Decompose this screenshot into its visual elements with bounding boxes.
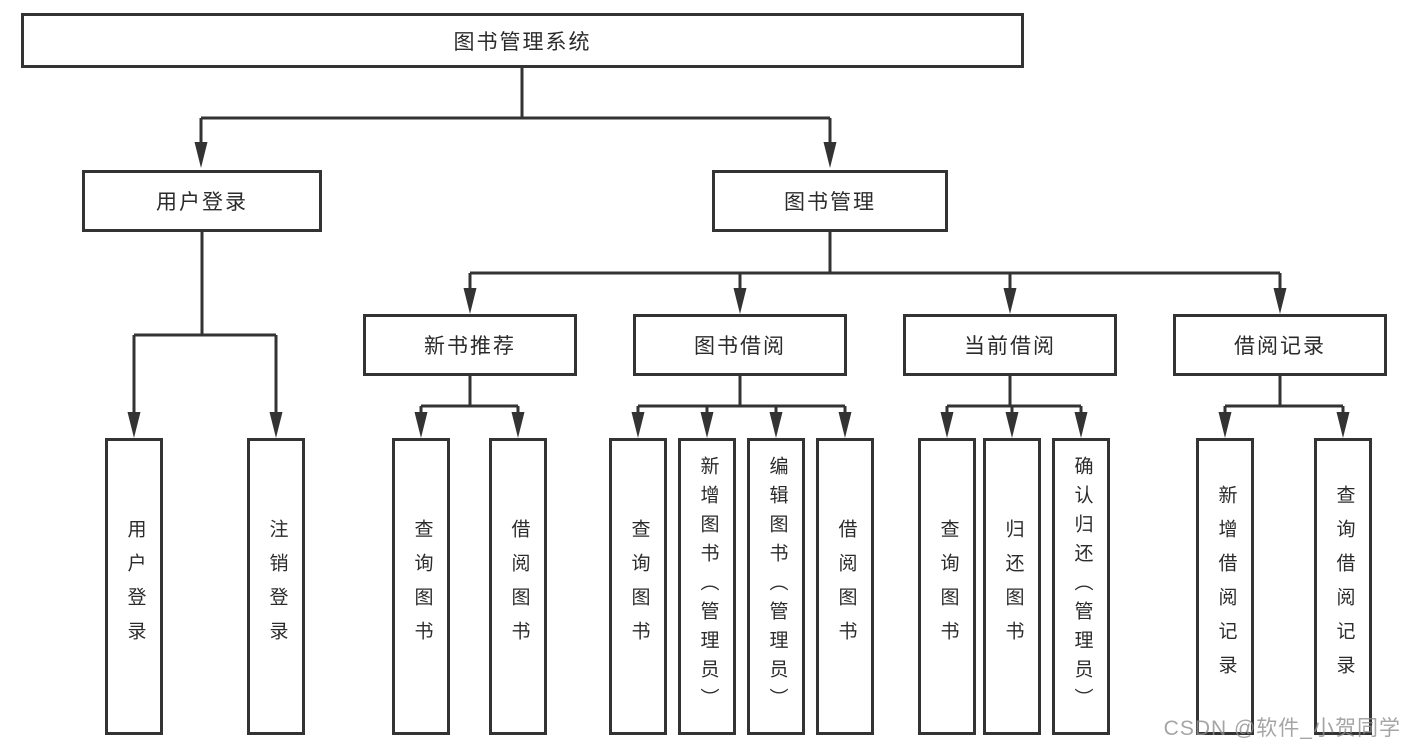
leaf-add-borrow-record: 新增借阅记录 (1196, 438, 1254, 735)
leaf-user-login: 用户登录 (105, 438, 163, 735)
leaf-borrow-books-recommend: 借阅图书 (489, 438, 547, 735)
leaf-edit-book-admin: 编辑图书（管理员） (747, 438, 805, 735)
leaf-logout: 注销登录 (247, 438, 305, 735)
node-current-borrow: 当前借阅 (903, 314, 1117, 376)
node-new-book-recommend: 新书推荐 (363, 314, 577, 376)
node-root: 图书管理系统 (21, 13, 1024, 68)
leaf-add-book-admin: 新增图书（管理员） (678, 438, 736, 735)
tree-connector-lines (132, 68, 1345, 416)
node-user-login-branch: 用户登录 (82, 170, 322, 232)
leaf-borrow-books: 借阅图书 (816, 438, 874, 735)
leaf-return-book: 归还图书 (983, 438, 1041, 735)
node-book-management-branch: 图书管理 (712, 170, 948, 232)
leaf-query-books-current: 查询图书 (918, 438, 976, 735)
leaf-query-books-borrow: 查询图书 (609, 438, 667, 735)
node-book-borrow: 图书借阅 (633, 314, 847, 376)
leaf-query-books-recommend: 查询图书 (392, 438, 450, 735)
leaf-query-borrow-record: 查询借阅记录 (1314, 438, 1372, 735)
leaf-confirm-return-admin: 确认归还（管理员） (1052, 438, 1110, 735)
node-borrow-records: 借阅记录 (1173, 314, 1387, 376)
arrowheads (127, 142, 1350, 438)
csdn-watermark: CSDN @软件_小贺同学 (1163, 717, 1401, 740)
